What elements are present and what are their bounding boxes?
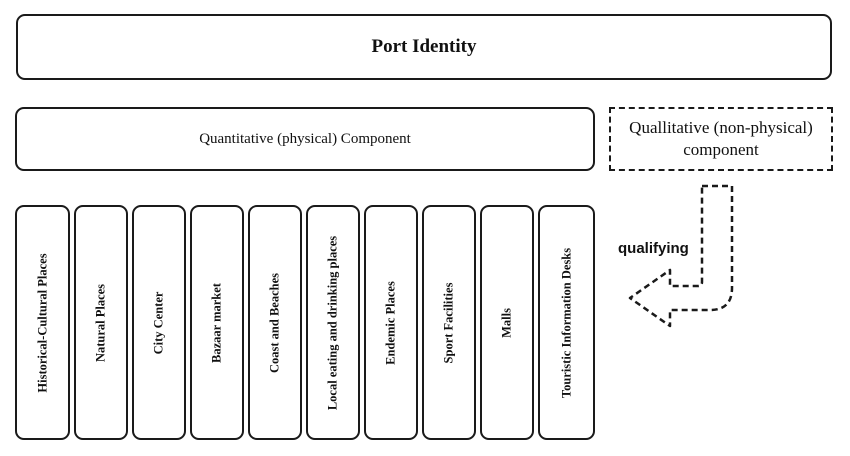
category-label: City Center xyxy=(151,291,166,354)
category-label: Malls xyxy=(499,307,514,338)
category-malls: Malls xyxy=(480,205,534,440)
qualifying-label: qualifying xyxy=(618,240,689,257)
port-identity-box: Port Identity xyxy=(16,14,832,80)
category-local-eating-drinking: Local eating and drinking places xyxy=(306,205,360,440)
category-label: Coast and Beaches xyxy=(267,272,282,373)
category-label: Bazaar market xyxy=(209,282,224,363)
quantitative-component-label: Quantitative (physical) Component xyxy=(199,130,411,147)
qualitative-component-label: Quallitative (non-physical) component xyxy=(629,118,813,159)
port-identity-title: Port Identity xyxy=(371,36,477,57)
category-label: Historical-Cultural Places xyxy=(35,252,49,393)
category-label: Natural Places xyxy=(93,283,108,362)
category-natural-places: Natural Places xyxy=(74,205,128,440)
category-touristic-information-desks: Touristic Information Desks xyxy=(538,205,595,440)
qualitative-component-box: Quallitative (non-physical) component xyxy=(609,107,833,171)
category-historical-cultural-places: Historical-Cultural Places xyxy=(15,205,70,440)
category-city-center: City Center xyxy=(132,205,186,440)
category-label: Sport Facilities xyxy=(441,282,456,363)
category-coast-and-beaches: Coast and Beaches xyxy=(248,205,302,440)
category-bazaar-market: Bazaar market xyxy=(190,205,244,440)
category-endemic-places: Endemic Places xyxy=(364,205,418,440)
category-label: Endemic Places xyxy=(383,280,398,365)
qualifying-arrow-icon xyxy=(628,184,734,328)
quantitative-component-box: Quantitative (physical) Component xyxy=(15,107,595,171)
category-sport-facilities: Sport Facilities xyxy=(422,205,476,440)
category-label: Local eating and drinking places xyxy=(325,235,340,410)
category-label: Touristic Information Desks xyxy=(559,247,573,398)
